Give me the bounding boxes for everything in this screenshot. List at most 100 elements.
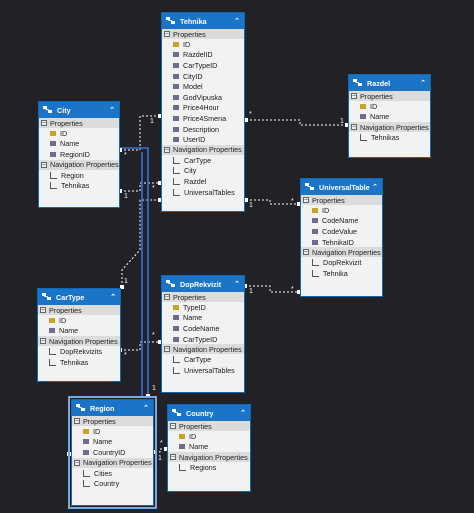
collapse-toggle-icon[interactable]: – <box>303 197 309 203</box>
collapse-icon[interactable]: ⌃ <box>420 80 426 87</box>
entity-city[interactable]: City ⌃ –Properties ID Name RegionID –Nav… <box>38 101 120 208</box>
nav-property-row[interactable]: UniversalTables <box>162 365 244 376</box>
nav-property-row[interactable]: Tehnikas <box>38 357 120 368</box>
collapse-toggle-icon[interactable]: – <box>303 249 309 256</box>
property-row[interactable]: Name <box>168 442 250 453</box>
property-row[interactable]: TypeID <box>162 302 244 313</box>
collapse-toggle-icon[interactable]: – <box>164 146 170 153</box>
collapse-icon[interactable]: ⌃ <box>234 18 240 25</box>
property-row[interactable]: RegionID <box>39 149 119 160</box>
property-row[interactable]: CarTypeID <box>162 334 244 345</box>
entity-header[interactable]: Tehnika ⌃ <box>162 13 244 29</box>
property-row[interactable]: Name <box>72 437 153 448</box>
property-row[interactable]: ID <box>301 205 382 216</box>
nav-property-row[interactable]: Regions <box>168 462 250 473</box>
nav-property-row[interactable]: Razdel <box>162 176 244 187</box>
collapse-icon[interactable]: ⌃ <box>234 281 240 288</box>
entity-tehnika[interactable]: Tehnika ⌃ –Properties ID RazdelID CarTyp… <box>161 12 245 212</box>
property-row[interactable]: Name <box>39 139 119 150</box>
property-row[interactable]: TehnikaID <box>301 237 382 248</box>
property-row[interactable]: Model <box>162 81 244 92</box>
collapse-toggle-icon[interactable]: – <box>74 418 80 424</box>
property-row[interactable]: Price4Smena <box>162 113 244 124</box>
collapse-icon[interactable]: ⌃ <box>372 184 378 191</box>
properties-section[interactable]: –Properties <box>162 29 244 39</box>
nav-property-row[interactable]: Tehnika <box>301 268 382 279</box>
property-row[interactable]: CountryID <box>72 447 153 458</box>
collapse-toggle-icon[interactable]: – <box>164 346 170 353</box>
entity-razdel[interactable]: Razdel ⌃ –Properties ID Name –Navigation… <box>348 74 431 158</box>
property-row[interactable]: UserID <box>162 134 244 145</box>
collapse-icon[interactable]: ⌃ <box>240 410 246 417</box>
entity-header[interactable]: DopRekvizit ⌃ <box>162 276 244 292</box>
navigation-section[interactable]: –Navigation Properties <box>349 122 430 133</box>
nav-property-row[interactable]: Country <box>72 478 153 489</box>
property-row[interactable]: ID <box>72 426 153 437</box>
collapse-toggle-icon[interactable]: – <box>40 307 46 313</box>
property-row[interactable]: GodVipuska <box>162 92 244 103</box>
nav-property-row[interactable]: City <box>162 166 244 177</box>
collapse-toggle-icon[interactable]: – <box>351 124 357 131</box>
navigation-section[interactable]: –Navigation Properties <box>168 452 250 463</box>
property-row[interactable]: Name <box>38 326 120 337</box>
property-row[interactable]: ID <box>162 39 244 50</box>
collapse-toggle-icon[interactable]: – <box>164 294 170 300</box>
navigation-section[interactable]: –Navigation Properties <box>301 247 382 258</box>
property-row[interactable]: ID <box>39 128 119 139</box>
properties-section[interactable]: –Properties <box>301 195 382 205</box>
property-row[interactable]: Name <box>349 112 430 123</box>
property-row[interactable]: ID <box>38 315 120 326</box>
property-row[interactable]: ID <box>168 431 250 442</box>
collapse-icon[interactable]: ⌃ <box>143 405 149 412</box>
nav-property-row[interactable]: CarType <box>162 354 244 365</box>
collapse-toggle-icon[interactable]: – <box>41 161 47 168</box>
entity-header[interactable]: Region ⌃ <box>72 400 153 416</box>
collapse-toggle-icon[interactable]: – <box>41 120 47 126</box>
entity-header[interactable]: CarType ⌃ <box>38 289 120 305</box>
property-row[interactable]: ID <box>349 101 430 112</box>
navigation-section[interactable]: –Navigation Properties <box>72 457 153 468</box>
nav-property-row[interactable]: Region <box>39 170 119 181</box>
nav-property-row[interactable]: CarType <box>162 155 244 166</box>
nav-property-row[interactable]: Cities <box>72 468 153 479</box>
entity-doprekvizit[interactable]: DopRekvizit ⌃ –Properties TypeID Name Co… <box>161 275 245 393</box>
properties-section[interactable]: –Properties <box>168 421 250 431</box>
nav-property-row[interactable]: Tehnikas <box>349 132 430 143</box>
collapse-toggle-icon[interactable]: – <box>351 93 357 99</box>
entity-universaltable[interactable]: UniversalTable ⌃ –Properties ID CodeName… <box>300 178 383 297</box>
collapse-icon[interactable]: ⌃ <box>110 294 116 301</box>
property-row[interactable]: CarTypeID <box>162 60 244 71</box>
property-row[interactable]: Name <box>162 313 244 324</box>
navigation-section[interactable]: –Navigation Properties <box>162 344 244 355</box>
collapse-toggle-icon[interactable]: – <box>164 31 170 37</box>
entity-region[interactable]: Region ⌃ –Properties ID Name CountryID –… <box>68 396 157 509</box>
property-row[interactable]: CityID <box>162 71 244 82</box>
navigation-section[interactable]: –Navigation Properties <box>39 159 119 170</box>
entity-header[interactable]: Country ⌃ <box>168 405 250 421</box>
property-row[interactable]: CodeName <box>162 323 244 334</box>
entity-country[interactable]: Country ⌃ –Properties ID Name –Navigatio… <box>167 404 251 492</box>
properties-section[interactable]: –Properties <box>349 91 430 101</box>
property-row[interactable]: Price4Hour <box>162 103 244 114</box>
entity-header[interactable]: UniversalTable ⌃ <box>301 179 382 195</box>
entity-header[interactable]: Razdel ⌃ <box>349 75 430 91</box>
property-row[interactable]: Description <box>162 124 244 135</box>
nav-property-row[interactable]: DopRekvizit <box>301 257 382 268</box>
property-row[interactable]: RazdelID <box>162 50 244 61</box>
nav-property-row[interactable]: UniversalTables <box>162 187 244 198</box>
property-row[interactable]: CodeName <box>301 216 382 227</box>
nav-property-row[interactable]: DopRekvizits <box>38 346 120 357</box>
property-row[interactable]: CodeValue <box>301 226 382 237</box>
nav-property-row[interactable]: Tehnikas <box>39 180 119 191</box>
properties-section[interactable]: –Properties <box>72 416 153 426</box>
collapse-toggle-icon[interactable]: – <box>170 454 176 461</box>
properties-section[interactable]: –Properties <box>38 305 120 315</box>
entity-header[interactable]: City ⌃ <box>39 102 119 118</box>
collapse-toggle-icon[interactable]: – <box>74 459 80 466</box>
entity-cartype[interactable]: CarType ⌃ –Properties ID Name –Navigatio… <box>37 288 121 382</box>
collapse-toggle-icon[interactable]: – <box>170 423 176 429</box>
navigation-section[interactable]: –Navigation Properties <box>38 336 120 347</box>
collapse-icon[interactable]: ⌃ <box>109 107 115 114</box>
properties-section[interactable]: –Properties <box>162 292 244 302</box>
properties-section[interactable]: –Properties <box>39 118 119 128</box>
